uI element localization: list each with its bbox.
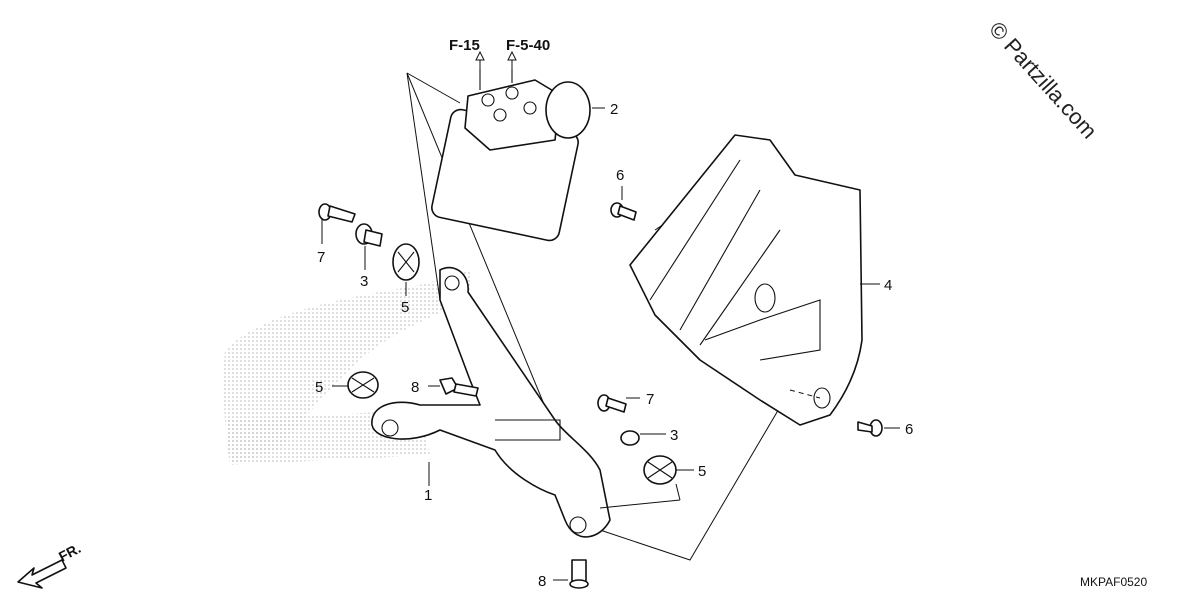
grommet-5-right	[643, 455, 677, 485]
reference-label-1[interactable]: F-15	[449, 37, 480, 54]
background-logo-stipple	[223, 270, 470, 465]
callout-7-bottom[interactable]: 7	[646, 391, 654, 408]
bolt-8-mid	[439, 377, 479, 397]
callout-6-right[interactable]: 6	[905, 421, 913, 438]
callout-4[interactable]: 4	[884, 277, 892, 294]
bracket	[371, 266, 611, 538]
abs-modulator-unit	[431, 70, 591, 242]
bolt-6-top	[610, 202, 637, 221]
callout-3-bottom[interactable]: 3	[670, 427, 678, 444]
reference-label-2[interactable]: F-5-40	[506, 37, 550, 54]
callout-7-top[interactable]: 7	[317, 249, 325, 266]
grommet-5-top	[392, 243, 420, 281]
cover	[629, 134, 863, 426]
callout-8-bottom[interactable]: 8	[538, 573, 546, 590]
callout-5-right[interactable]: 5	[698, 463, 706, 480]
front-direction-arrow	[17, 559, 67, 589]
callout-6-top[interactable]: 6	[616, 167, 624, 184]
callout-3-top[interactable]: 3	[360, 273, 368, 290]
bolt-8-bottom	[569, 559, 589, 589]
bolt-7-bottom	[597, 394, 627, 413]
leader-lines	[321, 50, 900, 581]
callout-1[interactable]: 1	[424, 487, 432, 504]
collar-3-top	[355, 223, 383, 247]
callout-5-top[interactable]: 5	[401, 299, 409, 316]
grommet-5-left	[347, 371, 379, 399]
callout-5-left[interactable]: 5	[315, 379, 323, 396]
bolt-7-top	[318, 203, 356, 223]
collar-3-bottom	[620, 430, 640, 446]
bolt-6-right	[857, 419, 883, 437]
diagram-code: MKPAF0520	[1080, 575, 1147, 589]
callout-8-mid[interactable]: 8	[411, 379, 419, 396]
callout-2[interactable]: 2	[610, 101, 618, 118]
watermark: © Partzilla.com	[984, 17, 1102, 144]
